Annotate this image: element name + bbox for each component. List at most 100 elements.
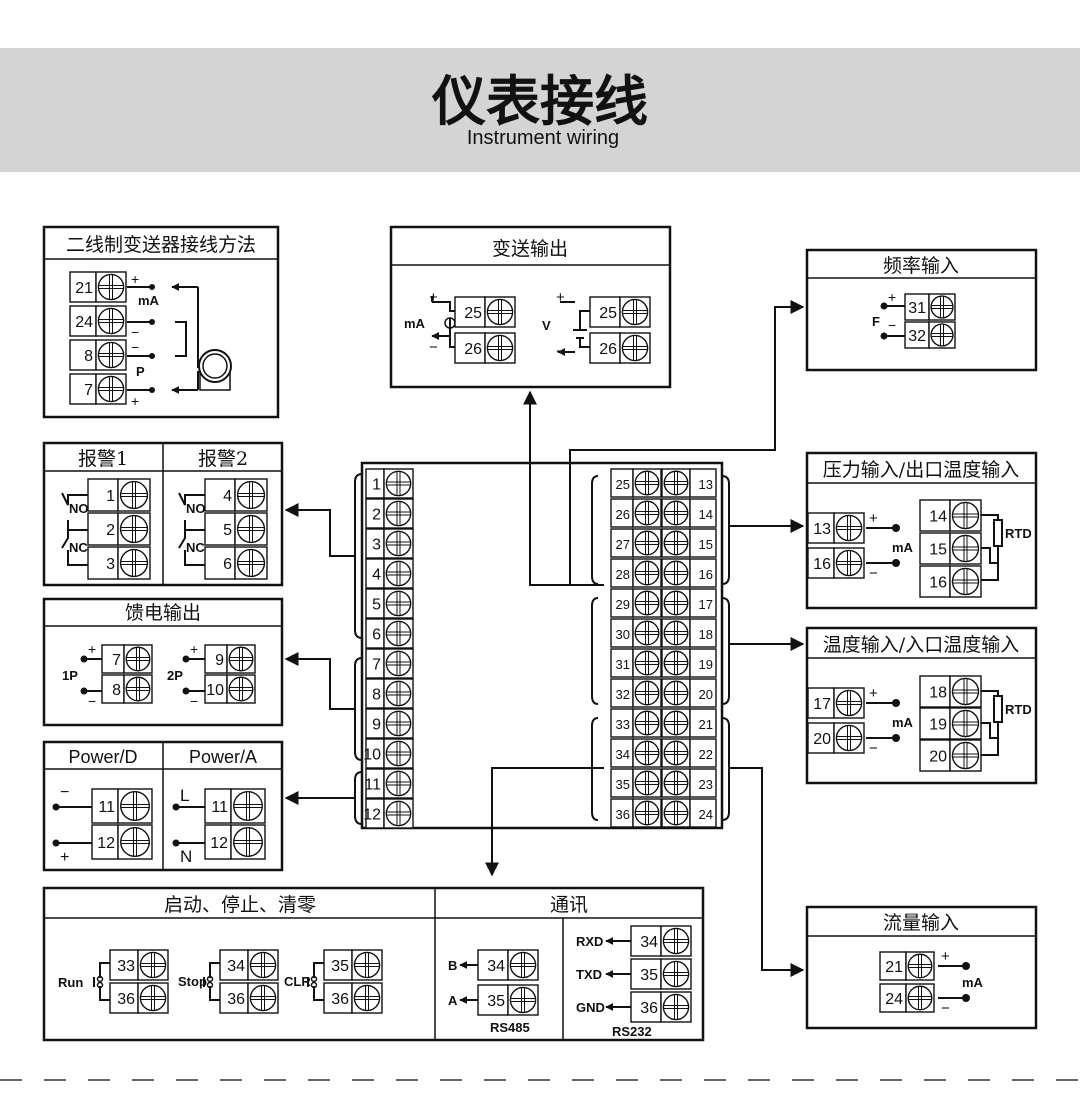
terminal-number: 35 <box>487 993 505 1010</box>
screw-housing <box>949 739 982 772</box>
terminal-number-cell <box>589 332 621 364</box>
wire-node <box>892 559 900 567</box>
screw-icon <box>634 560 660 586</box>
screw-housing <box>949 532 982 565</box>
terminal-number: 35 <box>640 967 658 984</box>
terminal-number: 11 <box>364 777 381 794</box>
minus-label: − <box>131 324 139 340</box>
terminal-number: 25 <box>616 477 630 492</box>
minus-label: − <box>88 693 96 709</box>
screw-icon <box>385 530 412 557</box>
screw-icon <box>385 800 412 827</box>
power-a-title: Power/A <box>189 747 257 767</box>
terminal-number: 26 <box>464 341 482 358</box>
screw-housing <box>661 588 691 618</box>
screw-cross-icon <box>635 471 659 495</box>
screw-cross-icon <box>126 677 150 701</box>
plus-label: + <box>60 849 69 866</box>
screw-icon <box>97 307 125 335</box>
terminal-number-cell <box>477 949 509 981</box>
terminal-number-cell <box>204 478 236 512</box>
screw-cross-icon <box>229 647 253 671</box>
terminal-number-cell <box>919 739 951 772</box>
screw-cross-icon <box>510 952 536 978</box>
screw-cross-icon <box>120 515 148 543</box>
screw-icon <box>97 273 125 301</box>
screw-icon <box>119 514 149 544</box>
screw-icon <box>951 709 980 738</box>
screw-housing <box>117 824 153 860</box>
screw-cross-icon <box>622 335 648 361</box>
screw-icon <box>663 710 689 736</box>
screw-icon <box>663 500 689 526</box>
header-band <box>0 48 1080 172</box>
screw-housing <box>383 498 414 529</box>
screw-cross-icon <box>952 710 979 737</box>
screw-icon <box>634 680 660 706</box>
a-label: A <box>448 993 458 1008</box>
ma-label: mA <box>892 540 914 555</box>
screw-icon <box>120 827 150 857</box>
screw-icon <box>634 770 660 796</box>
terminal-number-cell <box>807 687 835 719</box>
terminal-number: 17 <box>699 597 713 612</box>
terminal: 16 <box>807 547 865 579</box>
screw-housing <box>95 271 127 303</box>
screw-cross-icon <box>664 741 688 765</box>
screw-icon <box>97 375 125 403</box>
terminal-number-cell <box>323 949 353 981</box>
terminal-number-cell <box>689 498 717 528</box>
gnd-label: GND <box>576 1000 605 1015</box>
terminal-number-cell <box>69 271 97 303</box>
screw-cross-icon <box>126 647 150 671</box>
terminal: 26 <box>454 332 516 364</box>
screw-icon <box>951 741 980 770</box>
minus-label: − <box>869 565 878 582</box>
terminal-number-cell <box>204 788 232 824</box>
screw-cross-icon <box>931 296 953 318</box>
screw-icon <box>663 590 689 616</box>
switch-contact-icon <box>96 975 104 983</box>
screw-housing <box>632 528 662 558</box>
terminal: 11 <box>364 768 414 799</box>
terminal-number: 34 <box>616 747 630 762</box>
screw-icon <box>663 680 689 706</box>
relay-contact-icons <box>61 492 205 566</box>
screw-cross-icon <box>908 986 932 1010</box>
terminal-number: 31 <box>616 657 630 672</box>
screw-cross-icon <box>229 677 253 701</box>
screw-icon <box>385 740 412 767</box>
screw-cross-icon <box>664 471 688 495</box>
switch-contact-icon <box>96 981 104 989</box>
terminal-number: 26 <box>599 341 617 358</box>
screw-icon <box>663 530 689 556</box>
terminal-number: 15 <box>699 537 713 552</box>
terminal-number: 8 <box>84 348 93 365</box>
screw-icon <box>353 951 381 979</box>
screw-housing <box>632 588 662 618</box>
terminal-number: 26 <box>616 507 630 522</box>
terminal-number: 6 <box>223 556 232 573</box>
screw-cross-icon <box>664 681 688 705</box>
terminal: 21 <box>879 951 935 981</box>
screw-icon <box>509 951 537 979</box>
screw-housing <box>632 798 662 828</box>
screw-housing <box>833 722 865 754</box>
terminal-number: 12 <box>97 835 115 852</box>
terminal-number: 7 <box>84 382 93 399</box>
screw-icon <box>634 530 660 556</box>
terminal-number: 12 <box>210 835 228 852</box>
screw-housing <box>137 949 169 981</box>
screw-icon <box>930 323 954 347</box>
terminal-number: 24 <box>75 314 93 331</box>
terminal-number: 14 <box>929 509 947 526</box>
screw-cross-icon <box>635 621 659 645</box>
page-title: 仪表接线 <box>431 70 648 133</box>
screw-housing <box>661 618 691 648</box>
b-label: B <box>448 958 457 973</box>
terminal-number-cell <box>219 982 249 1014</box>
terminal-number: 30 <box>616 627 630 642</box>
wire-node <box>962 962 970 970</box>
terminal: 19 <box>919 707 982 740</box>
